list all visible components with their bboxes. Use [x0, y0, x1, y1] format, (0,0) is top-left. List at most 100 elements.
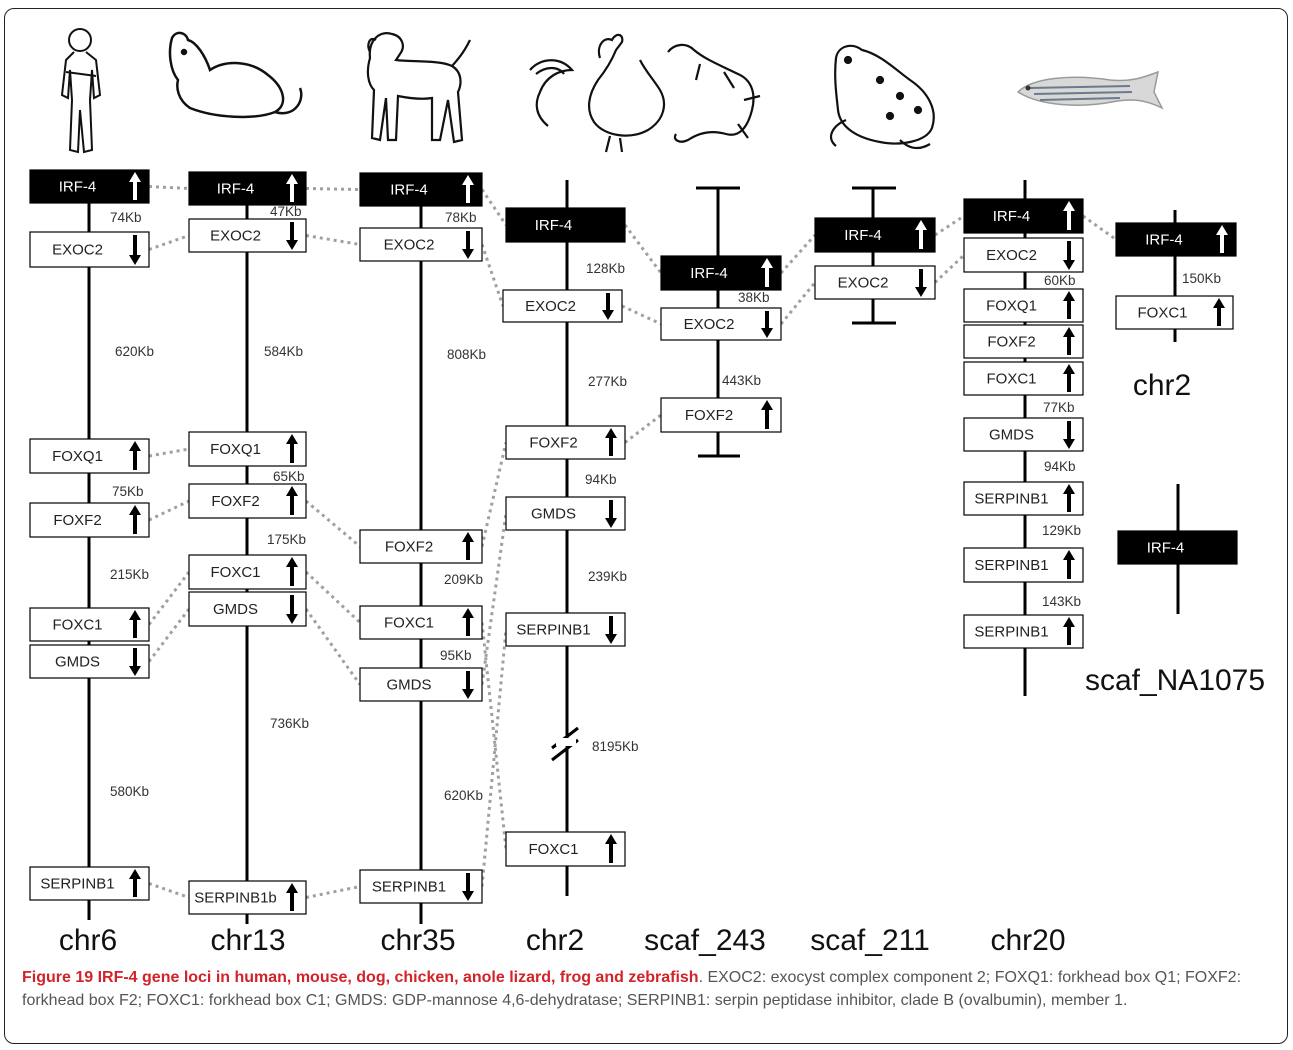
arrow-up-icon	[1063, 617, 1075, 645]
gene-label: SERPINB1	[974, 491, 1048, 508]
gene-label: SERPINB1	[40, 876, 114, 893]
gene-box-foxf2: FOXF2	[963, 324, 1084, 359]
ortholog-connector	[623, 224, 663, 274]
ortholog-connector	[304, 608, 362, 686]
gene-label: SERPINB1b	[194, 890, 277, 907]
arrow-down-icon	[1063, 241, 1075, 270]
ortholog-connector	[779, 233, 817, 275]
gene-box-irf-4: IRF-4	[29, 169, 150, 204]
ortholog-connector	[480, 629, 508, 887]
gene-label: FOXC1	[384, 615, 434, 632]
gene-label: SERPINB1	[516, 622, 590, 639]
gene-label: FOXQ1	[986, 298, 1037, 315]
ortholog-connector	[480, 188, 508, 226]
arrow-up-icon	[129, 441, 141, 470]
ortholog-connector	[624, 413, 662, 444]
gene-box-foxc1: FOXC1	[963, 361, 1084, 396]
distance-label: 94Kb	[585, 472, 617, 487]
gene-label: GMDS	[531, 506, 576, 523]
axis-break-gap	[556, 738, 576, 746]
gene-box-foxq1: FOXQ1	[188, 431, 307, 467]
ortholog-connector	[779, 281, 817, 325]
gene-box-foxq1: FOXQ1	[29, 438, 150, 474]
chromosome-label: chr13	[210, 924, 285, 957]
arrow-up-icon	[462, 532, 474, 560]
distance-label: 584Kb	[264, 344, 303, 359]
ortholog-connector	[304, 570, 362, 624]
distance-label: 95Kb	[440, 648, 472, 663]
chromosome-label: scaf_211	[810, 924, 930, 957]
gene-box-irf-4: IRF-4	[814, 217, 936, 253]
distance-label: 620Kb	[444, 788, 483, 803]
ortholog-connector	[148, 447, 190, 458]
ortholog-connector	[934, 214, 965, 237]
gene-box-serpinb1b: SERPINB1b	[188, 880, 307, 915]
arrow-up-icon	[286, 486, 298, 515]
gene-label: GMDS	[55, 654, 100, 671]
caption-text: . EXOC2: exocyst complex component 2; FO…	[22, 969, 1242, 1009]
arrow-down-icon	[602, 293, 614, 320]
arrow-down-icon	[605, 616, 617, 644]
arrow-up-icon	[286, 883, 298, 911]
caption-title: Figure 19 IRF-4 gene loci in human, mous…	[22, 969, 699, 986]
gene-label: GMDS	[989, 427, 1034, 444]
gene-box-exoc2: EXOC2	[963, 237, 1084, 273]
gene-box-foxc1: FOXC1	[359, 605, 483, 640]
gene-label: IRF-4	[844, 227, 882, 244]
gene-label: IRF-4	[993, 208, 1031, 225]
gene-label: FOXF2	[53, 512, 101, 529]
arrow-up-icon	[761, 258, 773, 287]
arrow-up-icon	[129, 505, 141, 534]
distance-label: 620Kb	[115, 344, 154, 359]
arrow-up-icon	[1063, 201, 1075, 230]
gene-box-foxc1: FOXC1	[29, 607, 150, 642]
dog-icon	[366, 32, 471, 144]
gene-box-foxq1: FOXQ1	[963, 288, 1084, 323]
gene-box-serpinb1: SERPINB1	[963, 481, 1084, 516]
chromosome-label: chr6	[59, 924, 117, 957]
gene-label: FOXF2	[385, 539, 433, 556]
gene-box-foxc1: FOXC1	[188, 554, 307, 590]
gene-label: GMDS	[387, 677, 432, 694]
ortholog-connector	[148, 185, 190, 190]
ortholog-connector	[621, 304, 662, 326]
distance-label: 736Kb	[270, 716, 309, 731]
distance-label: 65Kb	[273, 469, 305, 484]
distance-label: 209Kb	[444, 572, 483, 587]
gene-label: FOXC1	[1137, 305, 1187, 322]
distance-label: 74Kb	[110, 210, 142, 225]
distance-label: 78Kb	[445, 210, 477, 225]
ortholog-connector	[933, 253, 966, 284]
gene-label: FOXQ1	[210, 441, 261, 458]
distance-label: 75Kb	[112, 484, 144, 499]
ortholog-connector	[148, 882, 190, 899]
gene-box-serpinb1: SERPINB1	[963, 547, 1084, 583]
gene-label: EXOC2	[52, 242, 103, 259]
arrow-up-icon	[129, 610, 141, 638]
gene-box-foxc1: FOXC1	[505, 831, 626, 867]
gene-label: EXOC2	[525, 298, 576, 315]
distance-label: 239Kb	[588, 569, 627, 584]
arrow-up-icon	[605, 834, 617, 863]
gene-box-irf-4: IRF-4	[505, 207, 626, 243]
gene-box-irf-4: IRF-4	[359, 172, 483, 207]
gene-box-foxf2: FOXF2	[660, 397, 782, 433]
gene-label: SERPINB1	[372, 879, 446, 896]
chromosome-label: scaf_243	[644, 924, 766, 957]
gene-label: EXOC2	[986, 247, 1037, 264]
gene-box-foxf2: FOXF2	[29, 502, 150, 538]
gene-box-exoc2: EXOC2	[29, 231, 150, 268]
arrow-down-icon	[761, 311, 773, 338]
gene-label: GMDS	[213, 601, 258, 618]
ortholog-connector	[305, 499, 361, 548]
zebrafish-icon	[1016, 70, 1164, 110]
distance-label: 215Kb	[110, 567, 149, 582]
gene-label: FOXC1	[52, 617, 102, 634]
arrow-up-icon	[605, 428, 617, 456]
arrow-up-icon	[286, 557, 298, 586]
distance-label: 277Kb	[588, 374, 627, 389]
gene-box-serpinb1: SERPINB1	[963, 614, 1084, 649]
arrow-down-icon	[462, 671, 474, 699]
distance-label: 8195Kb	[592, 739, 639, 754]
